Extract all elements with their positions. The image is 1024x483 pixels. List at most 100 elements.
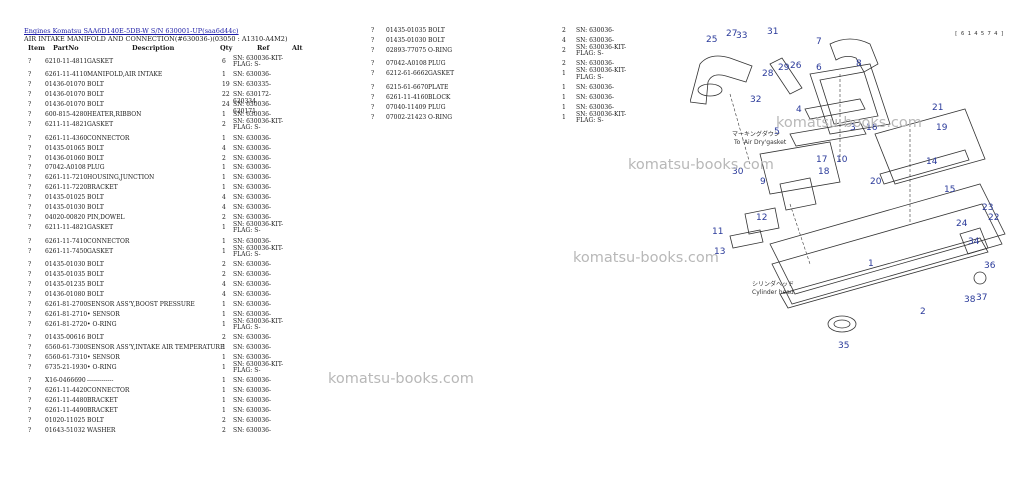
row-item: ? xyxy=(28,397,32,405)
row-part-no: 01436-01060 xyxy=(45,154,86,162)
row-item: ? xyxy=(28,71,32,79)
callout-number: 19 xyxy=(936,123,948,133)
row-description: • SENSOR xyxy=(87,354,120,361)
row-ref: SN: 630036- xyxy=(576,93,615,101)
callout-number: 35 xyxy=(838,341,849,351)
row-part-no: 6211-11-4821 xyxy=(45,224,88,232)
row-qty: 1 xyxy=(222,184,226,192)
row-part-no: 01436-01070 xyxy=(45,81,86,89)
row-part-no: 6210-11-4811 xyxy=(45,58,88,65)
row-part-no: 6261-11-7450 xyxy=(45,247,88,255)
callout-number: 31 xyxy=(767,27,778,37)
row-part-no: 01435-01030 xyxy=(45,260,86,268)
row-qty: 1 xyxy=(222,111,226,119)
row-part-no: 01435-00616 xyxy=(45,334,86,342)
row-part-no: X16-0466690 xyxy=(45,377,86,385)
breadcrumb-link[interactable]: Engines Komatsu SAA6D140E-5DB-W S/N 6300… xyxy=(24,27,239,35)
callout-number: 14 xyxy=(926,157,938,167)
row-part-no: 6211-11-4821 xyxy=(45,121,88,129)
row-item: ? xyxy=(28,354,32,361)
callout-number: 30 xyxy=(732,167,744,177)
row-item: ? xyxy=(371,103,375,111)
row-part-no: 6261-11-4110 xyxy=(45,71,88,79)
row-ref: SN: 630036- xyxy=(576,27,615,34)
row-qty: 1 xyxy=(222,300,226,308)
callout-number: 24 xyxy=(956,219,968,229)
row-description: BOLT xyxy=(87,290,104,298)
row-ref: SN: 630036- xyxy=(233,214,272,222)
diagram-note-jp-top: マーキングダウン xyxy=(732,130,780,138)
row-part-no: 07040-11409 xyxy=(386,103,427,111)
row-item: ? xyxy=(28,290,32,298)
row-qty: 1 xyxy=(562,113,566,121)
row-qty: 1 xyxy=(222,164,226,172)
callout-number: 28 xyxy=(762,69,774,79)
row-description: • O-RING xyxy=(87,363,117,371)
row-item: ? xyxy=(28,247,32,255)
callout-number: 1 xyxy=(868,259,874,269)
row-item: ? xyxy=(28,101,32,109)
row-qty: 1 xyxy=(222,377,226,385)
row-part-no: 01643-51032 xyxy=(45,427,86,435)
row-item: ? xyxy=(28,91,32,99)
row-qty: 2 xyxy=(562,46,566,54)
row-description: PLUG xyxy=(428,103,446,111)
row-qty: 1 xyxy=(222,407,226,415)
row-description: BOLT xyxy=(87,204,104,212)
row-description: SENSOR ASS'Y,BOOST PRESSURE xyxy=(87,300,195,308)
row-description: BLOCK xyxy=(428,93,451,101)
row-item: ? xyxy=(371,46,375,54)
row-qty: 1 xyxy=(222,344,226,352)
row-qty: 1 xyxy=(562,83,566,91)
row-description: HOUSING,JUNCTION xyxy=(87,174,155,182)
row-qty: 4 xyxy=(222,204,226,212)
row-description: BOLT xyxy=(87,81,104,89)
callout-number: 38 xyxy=(964,295,976,305)
row-ref: SN: 630036- xyxy=(233,290,272,298)
diagram-note-en-top: To 'Air Dry'gasket xyxy=(733,139,787,146)
row-ref: SN: 630036- xyxy=(233,184,272,192)
callout-number: 12 xyxy=(756,213,767,223)
callout-number: 4 xyxy=(796,105,802,115)
row-qty: 1 xyxy=(222,174,226,182)
row-item: ? xyxy=(28,111,32,119)
row-ref: SN: 630036-KIT-FLAG: S- xyxy=(233,118,284,132)
row-qty: 1 xyxy=(222,310,226,318)
row-part-no: 07002-21423 xyxy=(386,113,427,121)
row-qty: 1 xyxy=(222,237,226,245)
row-item: ? xyxy=(28,260,32,268)
row-description: O-RING xyxy=(428,46,453,54)
row-part-no: 02893-77075 xyxy=(386,46,427,54)
row-part-no: 01020-11025 xyxy=(45,417,86,425)
row-description: BRACKET xyxy=(87,397,118,405)
row-part-no: 6261-81-2720 xyxy=(45,320,88,328)
callout-number: 36 xyxy=(984,261,996,271)
row-ref: SN: 630036- xyxy=(233,204,272,212)
diagram-page-id: [ 6 1 4 5 7 4 ] xyxy=(954,31,1004,37)
row-description: PIN,DOWEL xyxy=(87,214,125,222)
callout-number: 32 xyxy=(750,95,761,105)
row-qty: 4 xyxy=(562,36,566,44)
row-description: CONNECTOR xyxy=(87,387,130,395)
row-item: ? xyxy=(28,121,32,129)
row-item: ? xyxy=(28,417,32,425)
row-ref: SN: 630036- xyxy=(233,164,272,172)
row-ref: SN: 630036- xyxy=(233,427,272,435)
row-part-no: 6261-81-2700 xyxy=(45,300,88,308)
row-item: ? xyxy=(28,194,32,202)
callout-number: 27 xyxy=(726,29,737,39)
row-qty: 4 xyxy=(222,280,226,288)
row-part-no: 6735-21-1930 xyxy=(45,363,88,371)
callout-number: 2 xyxy=(920,307,926,317)
row-qty: 1 xyxy=(562,93,566,101)
row-description: BOLT xyxy=(87,194,104,202)
row-ref: SN: 630036- xyxy=(233,270,272,278)
row-description: BRACKET xyxy=(87,184,118,192)
row-part-no: 6261-11-7410 xyxy=(45,237,88,245)
row-qty: 1 xyxy=(222,363,226,371)
row-ref: SN: 630036- xyxy=(233,334,272,342)
row-ref: SN: 630036-KIT-FLAG: S- xyxy=(233,55,284,69)
row-qty: 1 xyxy=(222,224,226,232)
row-description: BOLT xyxy=(87,260,104,268)
row-part-no: 6261-11-4360 xyxy=(45,134,88,142)
